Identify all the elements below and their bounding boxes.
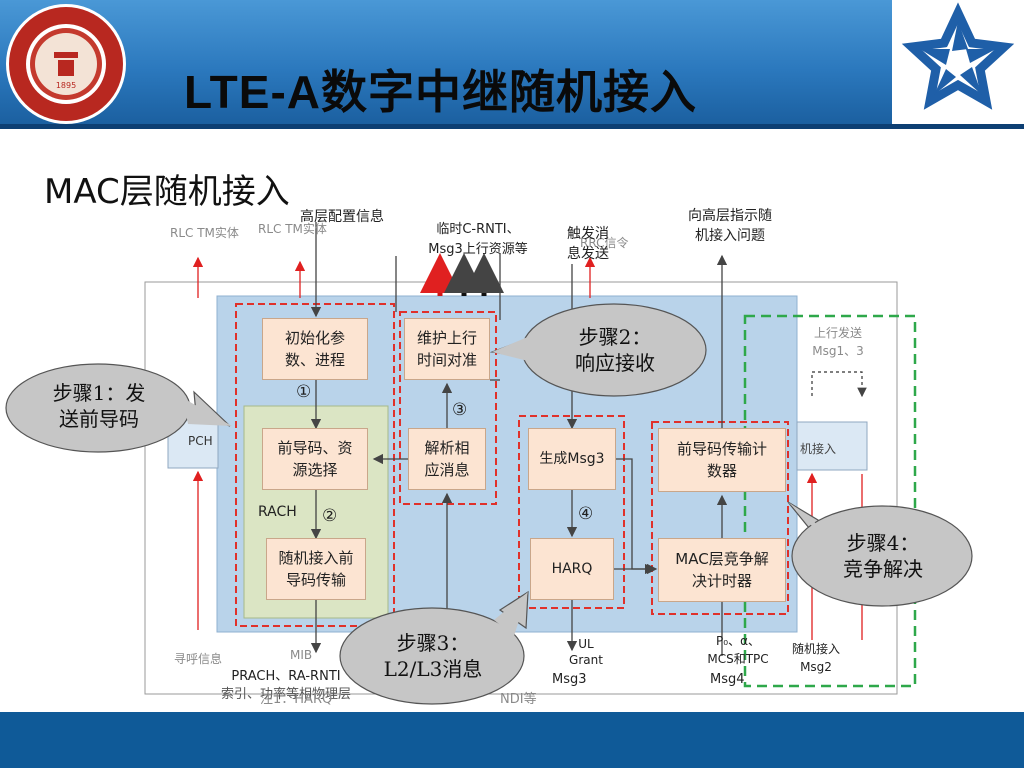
generate-msg3-box: 生成Msg3 bbox=[528, 428, 616, 490]
institute-emblem bbox=[901, 2, 1015, 110]
mib-label: MIB bbox=[290, 648, 313, 662]
ra-access-label: 机接入 bbox=[800, 442, 837, 456]
mac-random-access-diagram: 高层配置信息 RLC TM实体 RLC TM实体 临时C-RNTI、 Msg3上… bbox=[0, 200, 1024, 712]
ul-grant-label: UL Grant bbox=[569, 637, 603, 667]
svg-text:1895: 1895 bbox=[56, 81, 76, 90]
msg4-label: Msg4 bbox=[710, 672, 745, 687]
contention-timer-box: MAC层竞争解决计时器 bbox=[658, 538, 786, 602]
footer-bar bbox=[0, 712, 1024, 768]
preamble-tx-box: 随机接入前导码传输 bbox=[266, 538, 366, 600]
tianjin-university-logo: 1895 bbox=[6, 4, 126, 124]
higher-config-label: 高层配置信息 bbox=[300, 209, 384, 225]
trigger-label: 触发消 息发送 bbox=[567, 226, 609, 262]
step4-bubble bbox=[787, 501, 973, 607]
step1-bubble bbox=[5, 363, 232, 453]
init-params-box: 初始化参数、进程 bbox=[262, 318, 368, 380]
step-number-2: ② bbox=[322, 506, 338, 526]
step1-group bbox=[235, 303, 395, 627]
step2-group bbox=[399, 311, 497, 505]
temp-crnti-label: 临时C-RNTI、 Msg3上行资源等 bbox=[428, 222, 528, 257]
ndi-label: NDI等 bbox=[500, 692, 537, 707]
step2-bubble bbox=[489, 303, 707, 397]
rach-label: RACH bbox=[258, 504, 297, 520]
uplink-send-label: 上行发送 Msg1、3 bbox=[812, 326, 864, 358]
pch-label: PCH bbox=[188, 434, 213, 448]
preamble-counter-box: 前导码传输计数器 bbox=[658, 428, 786, 492]
step4-outer-group bbox=[743, 314, 917, 688]
step-number-1: ① bbox=[296, 382, 312, 402]
step3-text: 步骤3： L2/L3消息 bbox=[383, 631, 483, 681]
step4-text: 步骤4： 竞争解决 bbox=[843, 531, 923, 581]
harq-note-label: 注1：HARQ bbox=[260, 692, 333, 707]
parse-response-box: 解析相应消息 bbox=[408, 428, 486, 490]
harq-box: HARQ bbox=[530, 538, 614, 600]
page-title: LTE-A数字中继随机接入 bbox=[184, 66, 698, 118]
step3-bubble bbox=[339, 590, 529, 705]
paging-label: 寻呼信息 bbox=[174, 652, 223, 666]
step-number-3: ③ bbox=[452, 400, 468, 420]
step1-text: 步骤1：发 送前导码 bbox=[52, 381, 146, 431]
ra-msg2-label: 随机接入 Msg2 bbox=[791, 642, 840, 674]
prach-label: PRACH、RA-RNTI 索引、功率等相物理层 bbox=[220, 669, 351, 702]
step2-text: 步骤2： 响应接收 bbox=[575, 325, 655, 375]
step3-group bbox=[518, 415, 625, 609]
ra-access-box bbox=[796, 421, 868, 471]
rrc-label: RRC信令 bbox=[580, 236, 629, 250]
section-subtitle: MAC层随机接入 bbox=[44, 172, 290, 212]
report-problem-label: 向高层指示随 机接入问题 bbox=[688, 208, 772, 244]
maintain-timing-box: 维护上行时间对准 bbox=[404, 318, 490, 380]
header-bar bbox=[0, 0, 1024, 128]
power-mcs-label: P₀、α、 MCS和TPC bbox=[707, 634, 769, 666]
rlc-tm-label-1: RLC TM实体 bbox=[170, 226, 239, 240]
step4-group bbox=[651, 421, 789, 615]
rlc-tm-label-2: RLC TM实体 bbox=[258, 222, 327, 236]
header-divider bbox=[0, 124, 1024, 129]
preamble-select-box: 前导码、资源选择 bbox=[262, 428, 368, 490]
step-number-4: ④ bbox=[578, 504, 594, 524]
msg3-label: Msg3 bbox=[552, 672, 587, 687]
